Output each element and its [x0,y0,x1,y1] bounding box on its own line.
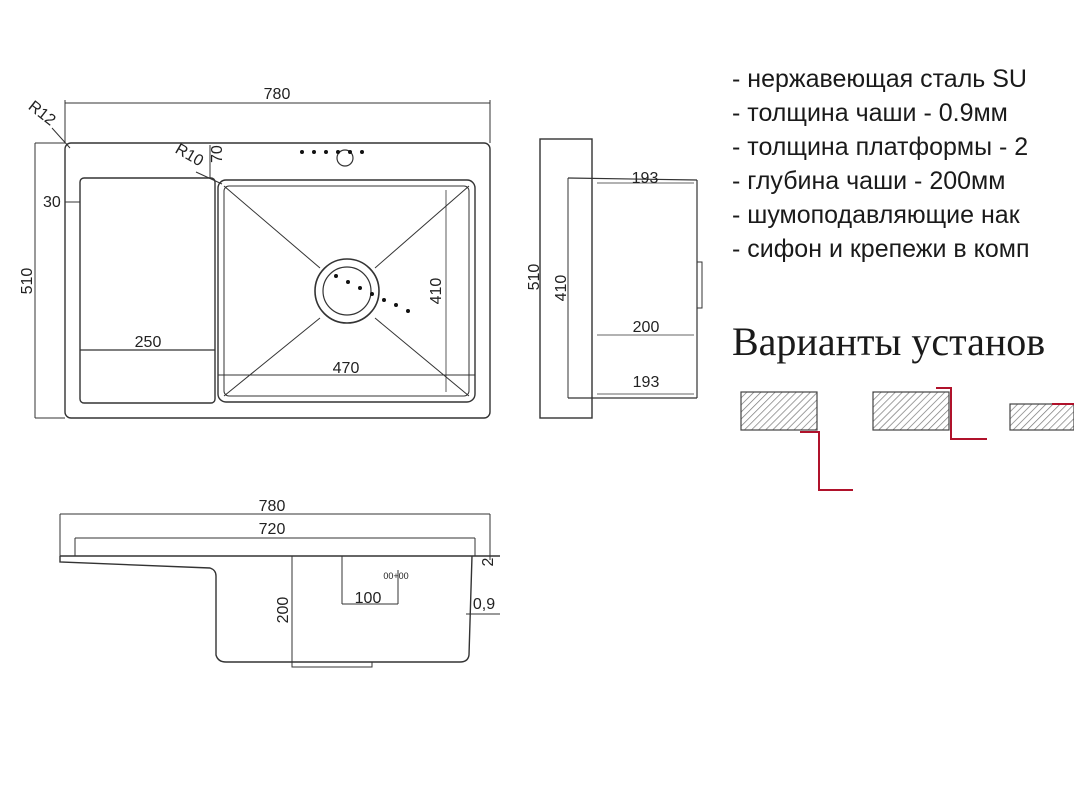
installation-variant-1 [740,391,853,491]
front-view [59,513,500,668]
dim-side-193-bottom: 193 [633,374,660,391]
dim-front-720: 720 [259,521,286,538]
side-view-outline [539,138,593,419]
spec-item: - глубина чаши - 200мм [732,167,1006,195]
dim-470: 470 [333,360,360,377]
bowl [217,179,476,403]
spec-list: - нержавеющая сталь SU - толщина чаши - … [732,62,1074,266]
dim-r12: R12 [25,98,59,130]
installation-variant-2 [872,387,987,440]
drain-outer [314,258,380,324]
dim-front-small: 00+00 [383,571,408,581]
dim-side-193-top: 193 [632,170,659,187]
drainboard [79,177,216,404]
spec-item: - шумоподавляющие нак [732,201,1020,229]
spec-item: - сифон и крепежи в комп [732,235,1030,263]
front-view-profile [59,555,500,663]
dim-410: 410 [428,278,445,305]
dim-front-2: 2 [480,557,497,566]
side-view [539,138,703,419]
spec-item: - толщина платформы - 2 [732,133,1029,161]
installation-variants-title: Варианты установ [732,319,1046,364]
dim-front-200: 200 [275,597,292,624]
dim-510: 510 [19,268,36,295]
dim-side-410: 410 [553,275,570,302]
dim-side-200: 200 [633,319,660,336]
dim-30: 30 [43,194,61,211]
dim-front-100: 100 [355,590,382,607]
side-view-labels: 510 410 193 200 193 [526,170,659,391]
front-view-labels: 780 720 2 0,9 200 100 00+00 [259,498,497,623]
dim-side-510: 510 [526,264,543,291]
drain-inner [322,266,372,316]
top-view [34,100,491,419]
dim-r10: R10 [172,141,206,170]
top-view-dots [300,150,410,313]
installation-variant-3 [1009,403,1074,431]
dim-front-09: 0,9 [473,596,495,613]
spec-item: - нержавеющая сталь SU [732,65,1027,93]
dim-70: 70 [209,145,226,163]
installation-variants [740,387,1074,491]
top-view-outline [64,142,491,419]
dim-top-780: 780 [264,86,291,103]
top-view-labels: 780 R12 R10 70 30 510 250 470 410 [19,86,445,377]
dim-250: 250 [135,334,162,351]
spec-item: - толщина чаши - 0.9мм [732,99,1008,127]
dim-front-780: 780 [259,498,286,515]
